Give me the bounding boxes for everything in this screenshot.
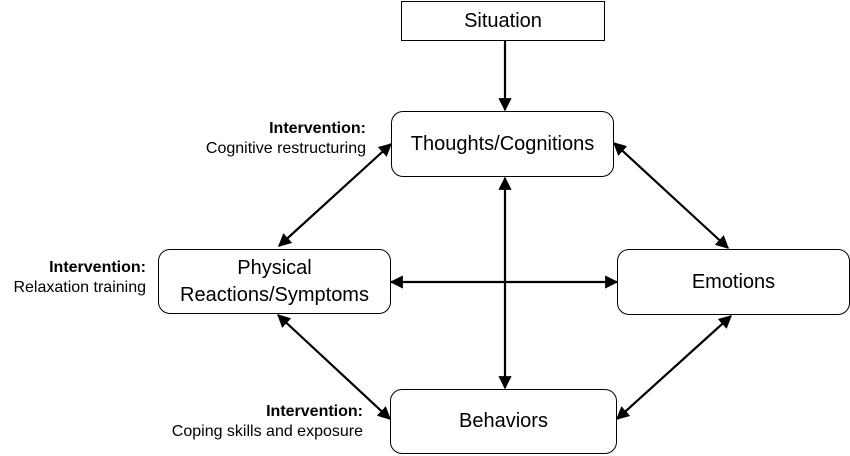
behaviors-label: Behaviors — [459, 410, 548, 432]
intervention-coping: Intervention: Coping skills and exposure — [172, 402, 363, 442]
intervention-relaxation-text: Relaxation training — [13, 279, 146, 296]
arrow-physical-behaviors — [277, 314, 391, 420]
arrow-thoughts-emotions — [613, 142, 729, 249]
intervention-coping-text: Coping skills and exposure — [171, 423, 363, 440]
behaviors-box: Behaviors — [390, 389, 617, 454]
physical-box: Physical Reactions/Symptoms — [158, 249, 391, 314]
situation-box: Situation — [401, 1, 605, 41]
intervention-cognitive: Intervention: Cognitive restructuring — [206, 119, 366, 159]
physical-label-line2: Reactions/Symptoms — [180, 283, 369, 306]
intervention-cognitive-title: Intervention: — [269, 120, 366, 137]
thoughts-label: Thoughts/Cognitions — [410, 132, 595, 155]
physical-label-line1: Physical — [237, 256, 312, 279]
emotions-label: Emotions — [691, 270, 776, 293]
intervention-relaxation: Intervention: Relaxation training — [13, 258, 146, 298]
intervention-cognitive-text: Cognitive restructuring — [205, 140, 366, 157]
thoughts-box: Thoughts/Cognitions — [391, 111, 614, 177]
arrow-emotions-behaviors — [616, 315, 732, 420]
intervention-coping-title: Intervention: — [266, 403, 363, 420]
arrow-thoughts-physical — [278, 143, 392, 247]
emotions-box: Emotions — [617, 249, 850, 315]
intervention-relaxation-title: Intervention: — [49, 259, 146, 276]
situation-label: Situation — [464, 9, 542, 32]
